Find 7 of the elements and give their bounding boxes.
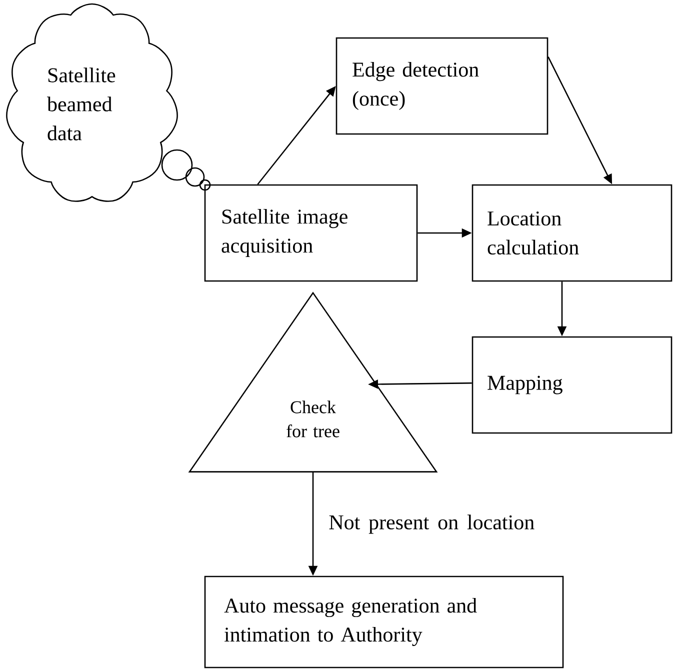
process-box: Mapping [472,336,672,434]
data-cloud: Satellite beamed data [6,3,178,202]
process-box: Edge detection (once) [336,37,548,135]
process-box: Satellite image acquisition [204,184,418,282]
process-box: Location calculation [472,184,672,282]
edge-label: Not present on location [328,514,536,535]
process-box: Auto message generation and intimation to Authority [204,576,564,668]
